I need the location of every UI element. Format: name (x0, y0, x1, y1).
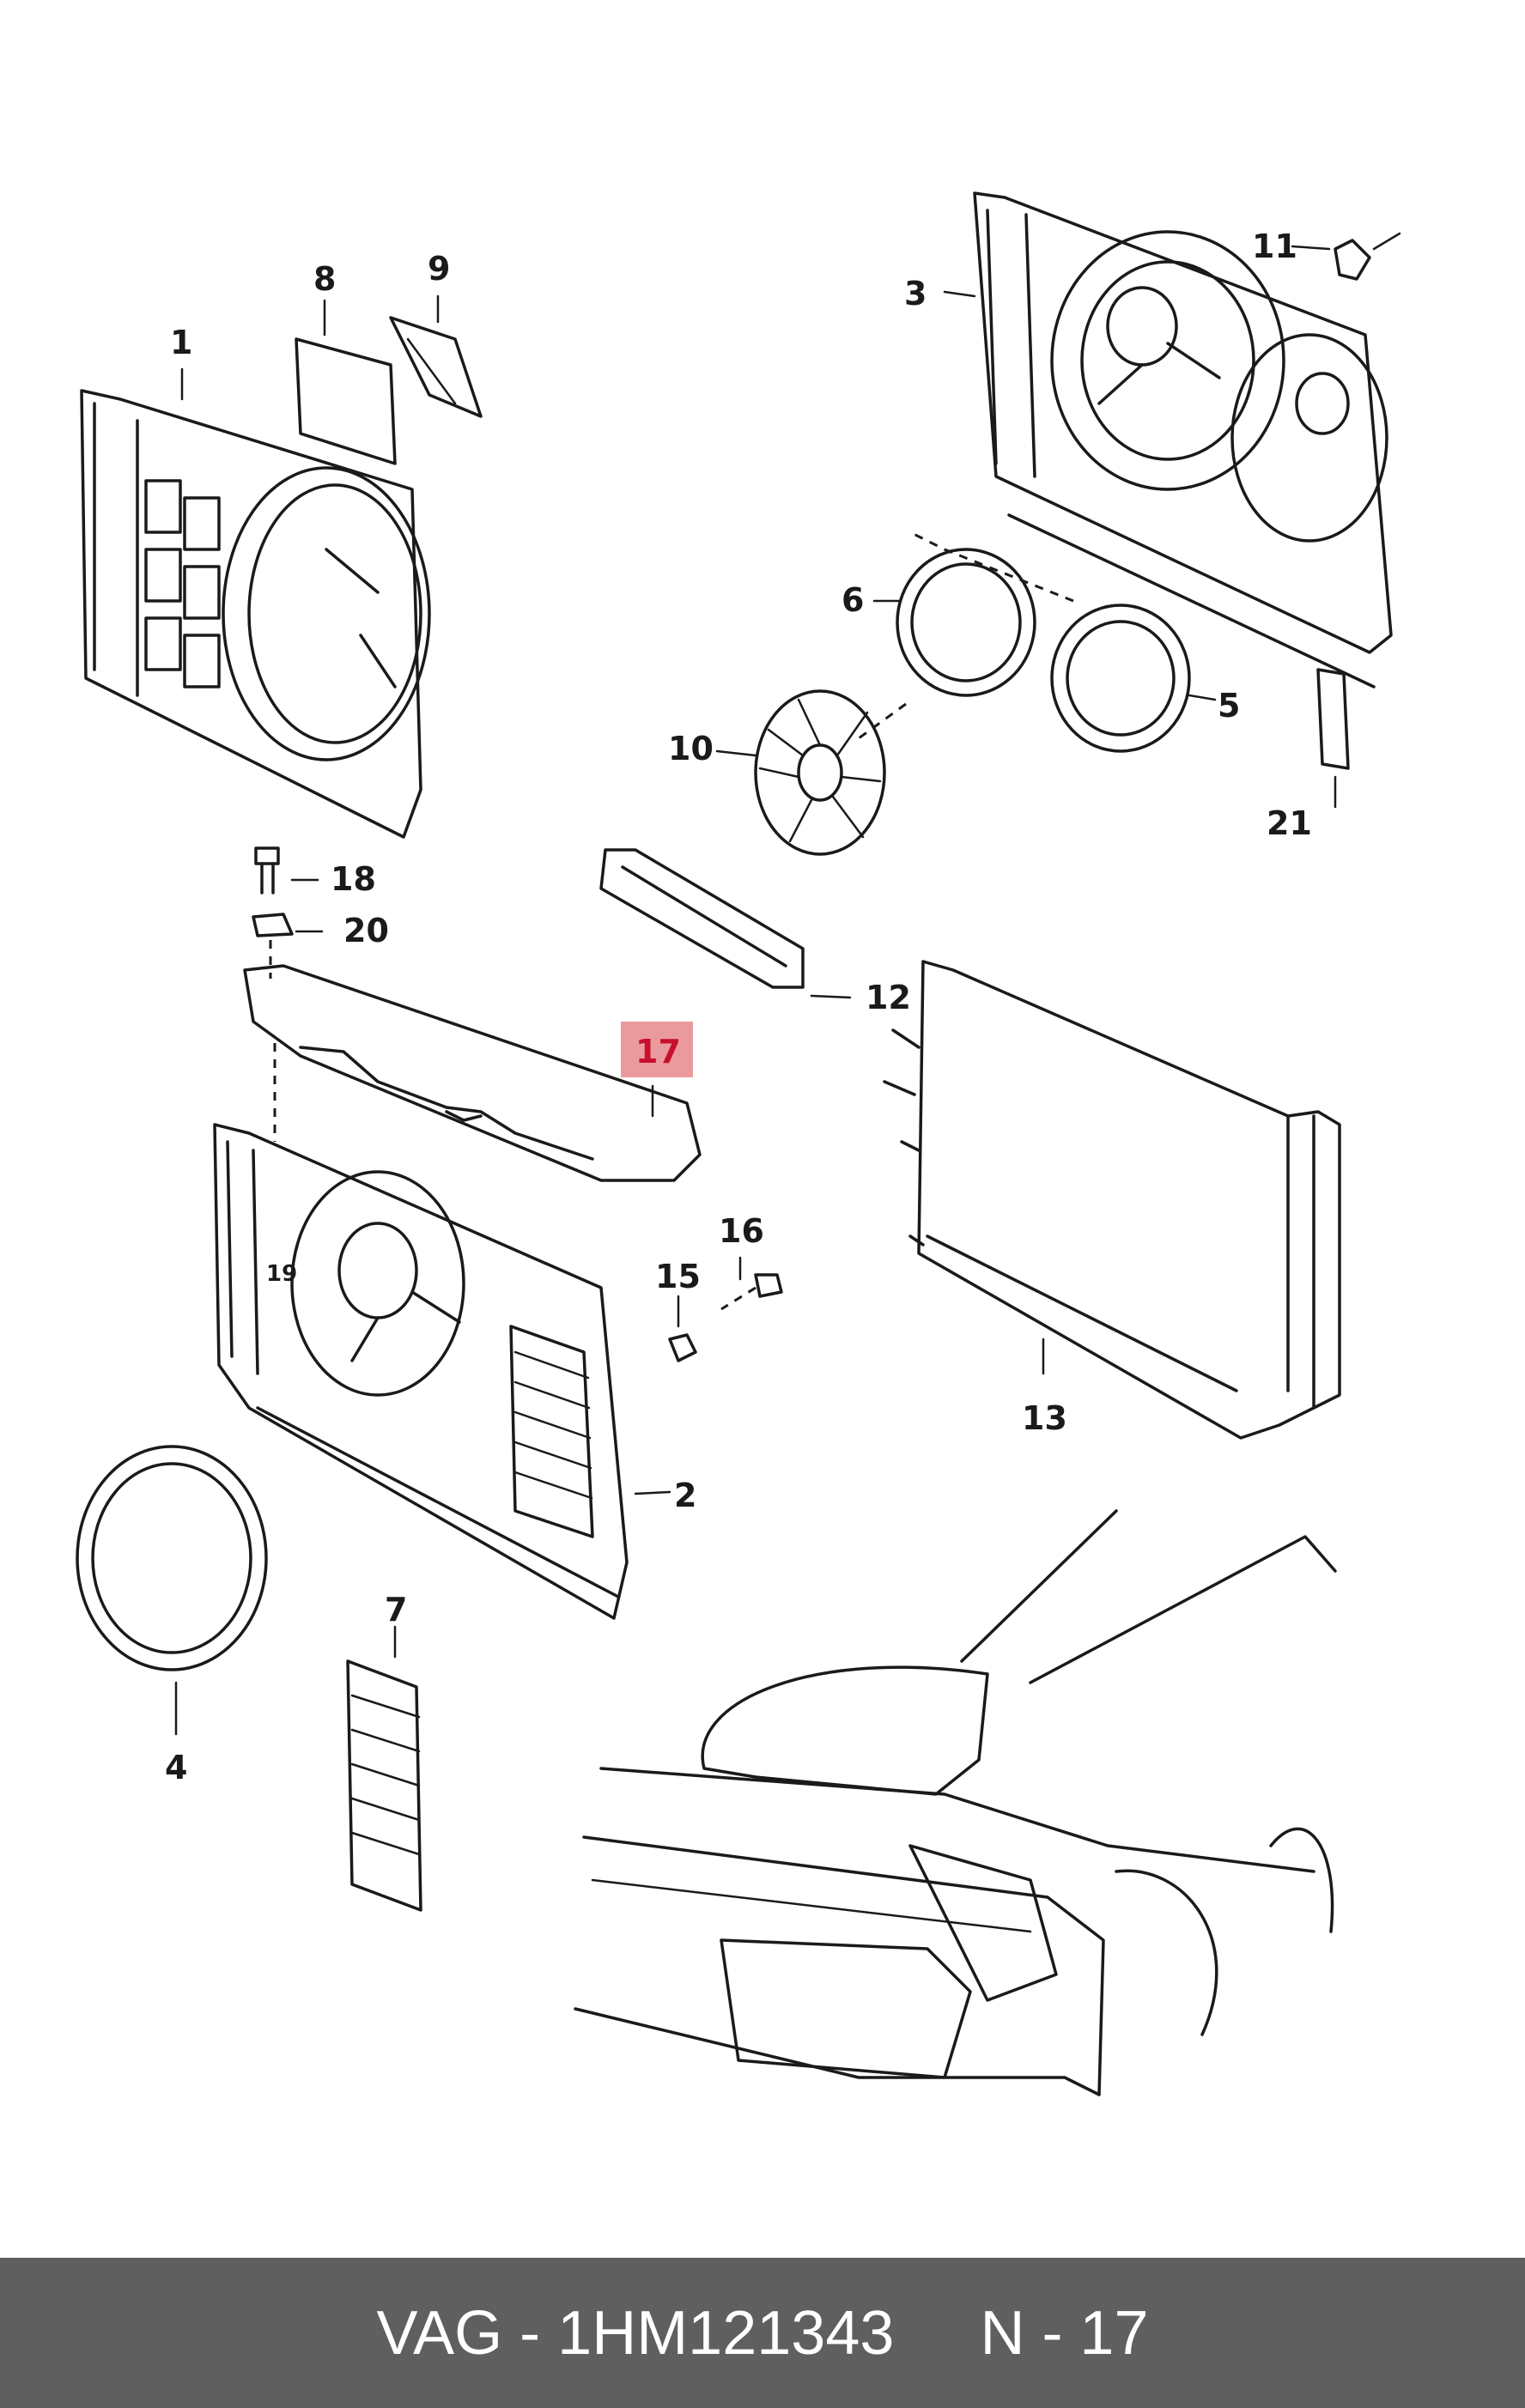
callout-label: 13 (1022, 1399, 1067, 1437)
part-21-strip (1316, 668, 1350, 770)
part-number-text: VAG - 1HM121343 N - 17 (376, 2298, 1149, 2368)
part-11-clip (1334, 232, 1401, 281)
part-2-fan-shroud (213, 1123, 629, 1620)
part-7-grille (346, 1659, 422, 1912)
part-12-seal (599, 848, 805, 989)
callout-label: 20 (343, 912, 389, 949)
callout-label: 4 (165, 1749, 187, 1786)
callout-label: 3 (904, 275, 927, 312)
part-4-ring (76, 1445, 268, 1671)
callout-label: 12 (866, 979, 911, 1016)
part-9-bracket (389, 316, 483, 418)
part-8-cover-plate (295, 337, 397, 465)
highlight-box (621, 1022, 693, 1077)
part-17-air-guide (243, 964, 702, 1182)
highlighted-callout-label: 17 (635, 1033, 681, 1071)
part-13-radiator (883, 960, 1341, 1440)
callout-label: 18 (331, 860, 376, 898)
callout-label: 10 (668, 730, 714, 767)
callout-label: 19 (266, 1261, 297, 1287)
part-20-nut (252, 913, 294, 937)
callout-label: 8 (313, 260, 336, 298)
part-18-bolt (254, 846, 280, 895)
parts-diagram: 1 2 3 4 5 6 7 8 9 10 11 12 13 15 16 17 1… (76, 191, 1401, 2096)
callout-label: 2 (674, 1477, 696, 1514)
part-15-clip (668, 1333, 697, 1362)
part-1-fan-shroud (80, 389, 431, 839)
part-3-fan-shroud (973, 191, 1393, 688)
callout-label: 9 (428, 250, 450, 288)
vehicle-front-outline (574, 1509, 1337, 2096)
callout-label: 6 (841, 581, 864, 619)
callout-label: 15 (655, 1258, 701, 1295)
callout-label: 16 (719, 1212, 764, 1250)
part-number-footer: VAG - 1HM121343 N - 17 (0, 2258, 1525, 2408)
part-10-fan (754, 689, 886, 856)
callout-label: 5 (1218, 687, 1240, 725)
leader-lines (174, 245, 1337, 1736)
callout-label: 7 (385, 1591, 407, 1629)
callout-label: 1 (170, 324, 192, 361)
part-16-clip (720, 1273, 783, 1311)
callout-label: 21 (1267, 804, 1312, 842)
callout-label: 11 (1252, 227, 1297, 265)
part-6-ring (896, 548, 1036, 697)
part-5-ring (1050, 604, 1191, 753)
